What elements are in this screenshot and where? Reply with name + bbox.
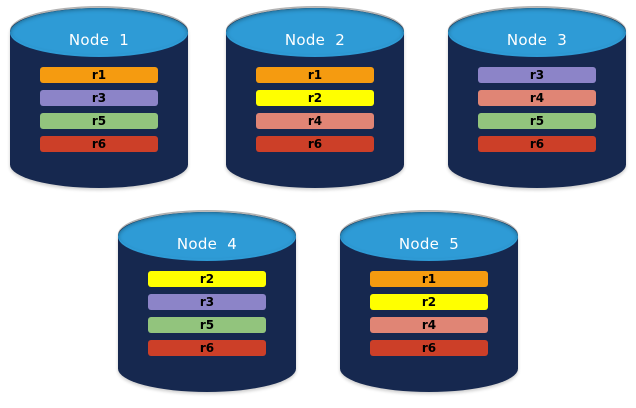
replica-label: r6: [421, 341, 437, 355]
replica-label: r3: [91, 91, 107, 105]
replica-label: r2: [421, 295, 437, 309]
replica-bar-r6[interactable]: r6: [148, 340, 266, 356]
replica-label: r4: [529, 91, 545, 105]
replica-label: r4: [307, 114, 323, 128]
replica-list: r3 r4 r5 r6: [448, 67, 626, 152]
database-node-4[interactable]: Node 4 r2 r3 r5 r6: [118, 212, 296, 392]
cylinder-top-icon: [226, 8, 404, 57]
cylinder-top-icon: [10, 8, 188, 57]
replica-label: r6: [91, 137, 107, 151]
cylinder-top-icon: [340, 212, 518, 261]
replica-bar-r4[interactable]: r4: [370, 317, 488, 333]
replica-label: r3: [529, 68, 545, 82]
replica-bar-r6[interactable]: r6: [40, 136, 158, 152]
replica-label: r2: [307, 91, 323, 105]
replica-label: r5: [91, 114, 107, 128]
replica-bar-r3[interactable]: r3: [478, 67, 596, 83]
database-node-5[interactable]: Node 5 r1 r2 r4 r6: [340, 212, 518, 392]
replica-label: r4: [421, 318, 437, 332]
replica-label: r2: [199, 272, 215, 286]
database-node-3[interactable]: Node 3 r3 r4 r5 r6: [448, 8, 626, 188]
cylinder-top-icon: [448, 8, 626, 57]
replica-list: r1 r3 r5 r6: [10, 67, 188, 152]
replica-bar-r3[interactable]: r3: [148, 294, 266, 310]
node-label: Node 5: [398, 235, 460, 253]
replica-list: r1 r2 r4 r6: [340, 271, 518, 356]
replica-label: r1: [91, 68, 107, 82]
replica-bar-r4[interactable]: r4: [256, 113, 374, 129]
replica-bar-r6[interactable]: r6: [256, 136, 374, 152]
replica-bar-r2[interactable]: r2: [256, 90, 374, 106]
replica-list: r2 r3 r5 r6: [118, 271, 296, 356]
replica-bar-r6[interactable]: r6: [370, 340, 488, 356]
replica-label: r1: [421, 272, 437, 286]
database-node-1[interactable]: Node 1 r1 r3 r5 r6: [10, 8, 188, 188]
replica-bar-r5[interactable]: r5: [478, 113, 596, 129]
node-label: Node 3: [506, 31, 568, 49]
replica-bar-r2[interactable]: r2: [148, 271, 266, 287]
replica-bar-r4[interactable]: r4: [478, 90, 596, 106]
replica-bar-r5[interactable]: r5: [148, 317, 266, 333]
replica-label: r6: [199, 341, 215, 355]
node-label: Node 2: [284, 31, 346, 49]
replica-label: r1: [307, 68, 323, 82]
replica-label: r6: [529, 137, 545, 151]
replica-bar-r5[interactable]: r5: [40, 113, 158, 129]
replica-bar-r1[interactable]: r1: [370, 271, 488, 287]
replica-bar-r1[interactable]: r1: [40, 67, 158, 83]
replica-bar-r2[interactable]: r2: [370, 294, 488, 310]
node-label: Node 1: [68, 31, 130, 49]
replica-bar-r1[interactable]: r1: [256, 67, 374, 83]
database-node-2[interactable]: Node 2 r1 r2 r4 r6: [226, 8, 404, 188]
replica-bar-r3[interactable]: r3: [40, 90, 158, 106]
replica-label: r3: [199, 295, 215, 309]
replica-label: r6: [307, 137, 323, 151]
replica-label: r5: [529, 114, 545, 128]
cylinder-top-icon: [118, 212, 296, 261]
node-label: Node 4: [176, 235, 238, 253]
replica-label: r5: [199, 318, 215, 332]
replica-list: r1 r2 r4 r6: [226, 67, 404, 152]
replica-bar-r6[interactable]: r6: [478, 136, 596, 152]
